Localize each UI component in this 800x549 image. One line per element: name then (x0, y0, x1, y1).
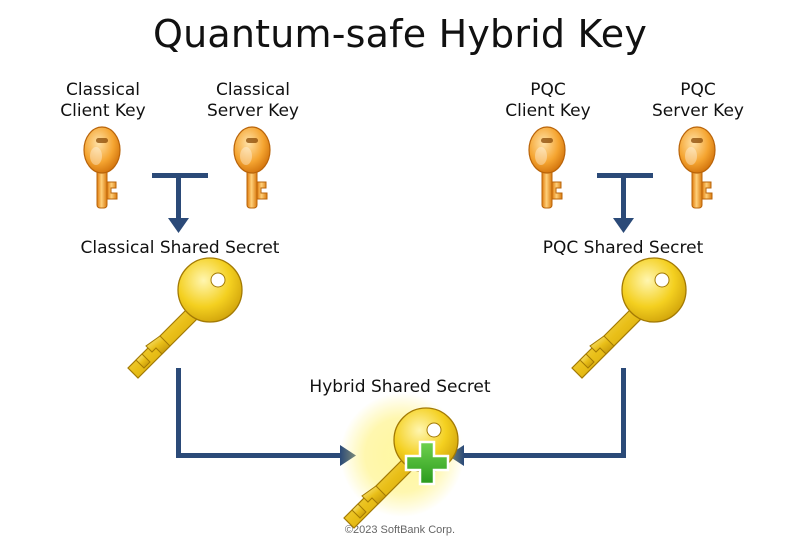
classical-server-key-label-line2: Server Key (207, 101, 299, 121)
pqc-server-key-icon (678, 126, 716, 209)
pqc-shared-secret-key-icon (571, 257, 687, 379)
classical-shared-secret-label: Classical Shared Secret (80, 238, 280, 258)
pqc-server-key-label-line1: PQC (680, 80, 716, 100)
pqc-client-key-label-line1: PQC (530, 80, 566, 100)
classical-client-key-label: Classical Client Key (48, 80, 158, 122)
classical-shared-secret-key-icon (127, 257, 243, 379)
pqc-shared-secret-label: PQC Shared Secret (542, 238, 704, 258)
copyright-text: ©2023 SoftBank Corp. (344, 524, 456, 536)
pqc-combine-arrow (597, 173, 653, 233)
diagram-title: Quantum-safe Hybrid Key (152, 12, 648, 56)
classical-client-key-label-line2: Client Key (60, 101, 146, 121)
plus-icon (404, 440, 450, 486)
pqc-client-key-label-line2: Client Key (505, 101, 591, 121)
classical-server-key-label: Classical Server Key (198, 80, 308, 122)
pqc-server-key-label-line2: Server Key (652, 101, 744, 121)
pqc-to-hybrid-arrow (448, 368, 626, 466)
classical-combine-arrow (152, 173, 208, 233)
pqc-client-key-icon (528, 126, 566, 209)
hybrid-shared-secret-key-icon (340, 393, 464, 529)
classical-to-hybrid-arrow (176, 368, 356, 466)
pqc-client-key-label: PQC Client Key (493, 80, 603, 122)
classical-client-key-icon (83, 126, 121, 209)
classical-server-key-icon (233, 126, 271, 209)
classical-client-key-label-line1: Classical (66, 80, 140, 100)
hybrid-shared-secret-label: Hybrid Shared Secret (309, 377, 491, 397)
pqc-server-key-label: PQC Server Key (643, 80, 753, 122)
classical-server-key-label-line1: Classical (216, 80, 290, 100)
